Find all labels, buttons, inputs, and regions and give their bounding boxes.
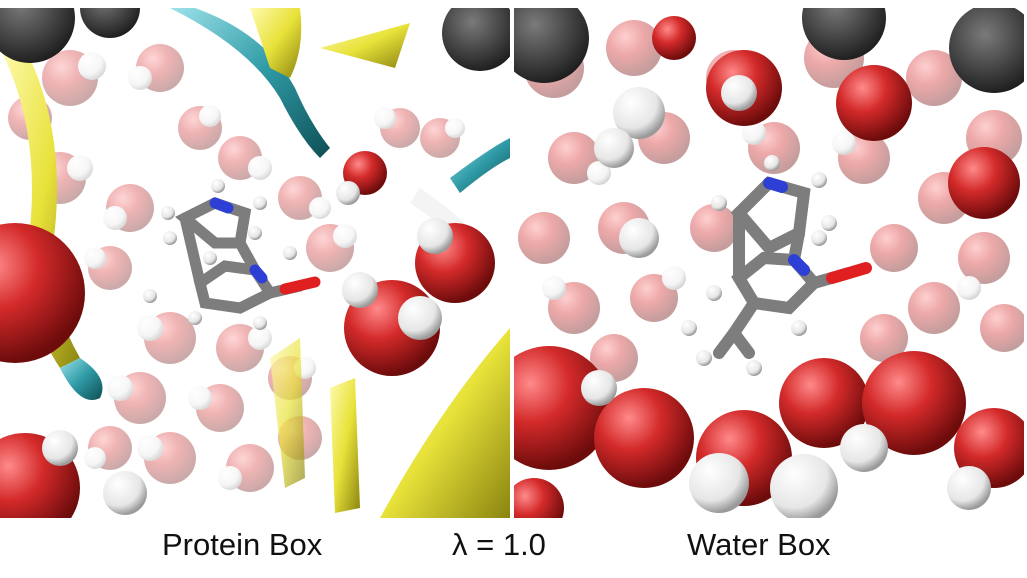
protein-box-render	[0, 8, 510, 518]
foreground-water-molecules	[0, 8, 510, 518]
panel-divider	[510, 8, 514, 518]
water-box-render	[514, 8, 1024, 518]
water-box-caption: Water Box	[687, 527, 831, 562]
protein-ribbons	[0, 8, 510, 518]
protein-box-panel	[0, 8, 510, 518]
water-box-panel	[514, 8, 1024, 518]
protein-box-caption: Protein Box	[162, 527, 323, 562]
lambda-label: λ = 1.0	[452, 527, 546, 562]
ligand-hydrogens	[143, 179, 297, 330]
foreground-water-molecules	[514, 8, 1024, 518]
ligand-molecule	[681, 155, 872, 376]
ligand-molecule	[143, 179, 321, 330]
ligand-hydrogens	[681, 155, 837, 376]
